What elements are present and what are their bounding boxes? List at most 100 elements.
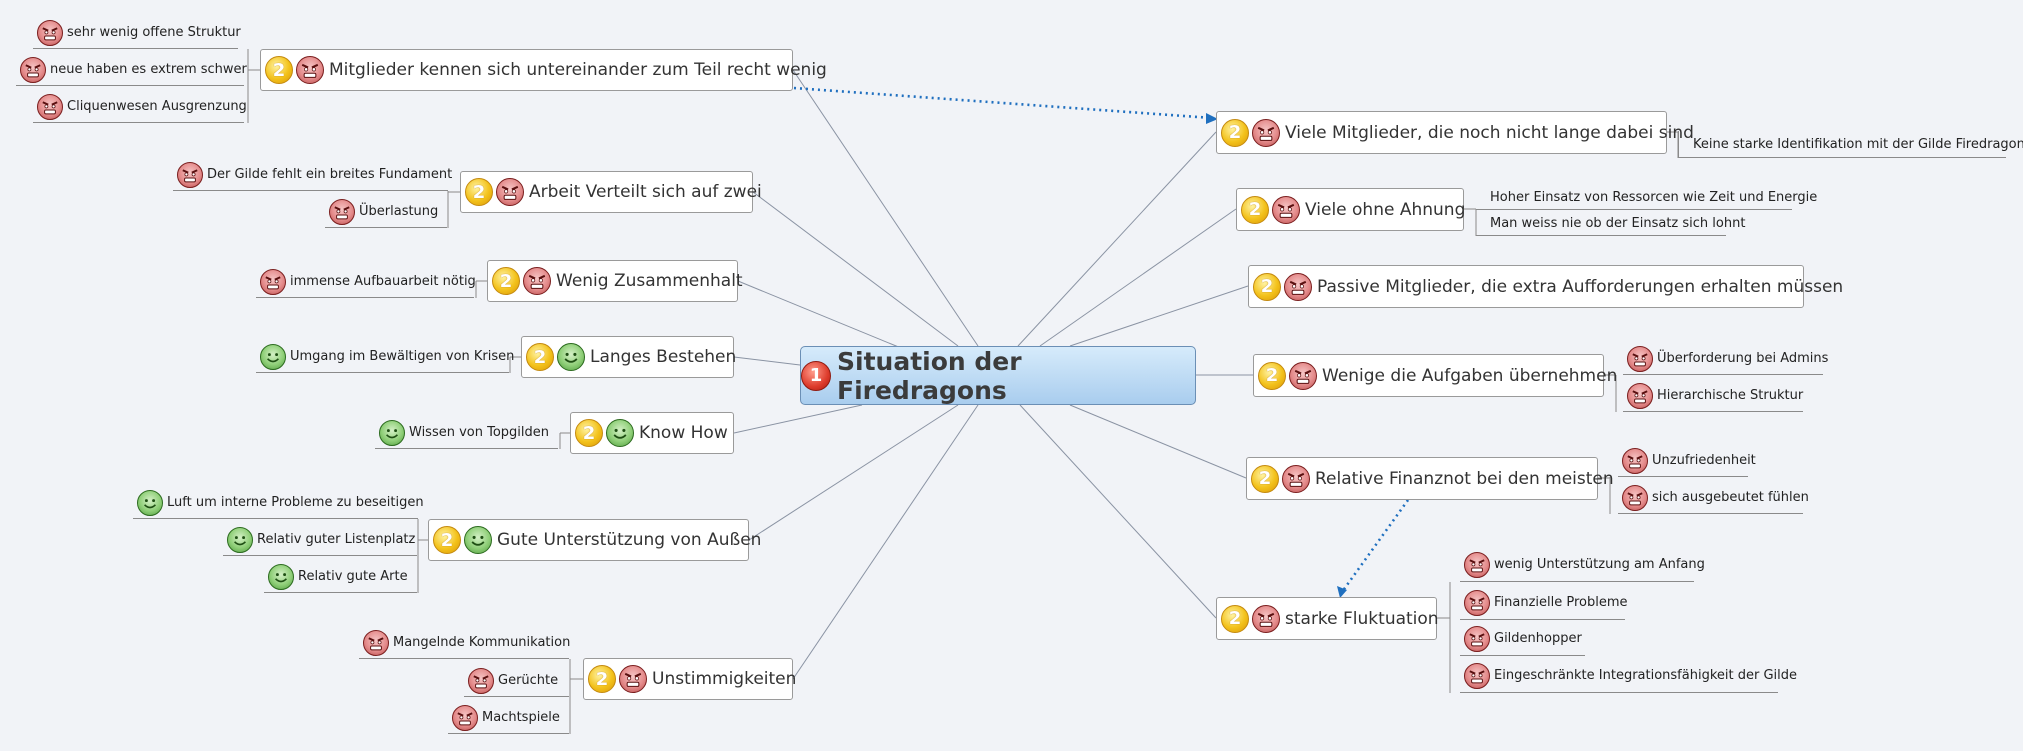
topic-label: Wenige die Aufgaben übernehmen	[1322, 365, 1618, 386]
angry-face-icon	[363, 629, 389, 656]
topic-label: Gute Unterstützung von Außen	[497, 530, 762, 550]
relationship-arrow-arrowhead	[1206, 113, 1218, 124]
relationship-arrow-arrowhead	[1337, 586, 1347, 598]
leaf-integrationsfaehigkeit[interactable]: Eingeschränkte Integrationsfähigkeit der…	[1460, 659, 1797, 693]
angry-face-icon	[496, 178, 524, 206]
leaf-listenplatz[interactable]: Relativ guter Listenplatz	[223, 524, 417, 556]
topic-connector	[748, 404, 959, 541]
angry-face-icon	[1622, 484, 1648, 511]
leaf-sehr-wenig-offene-struktur[interactable]: sehr wenig offene Struktur	[33, 17, 241, 49]
topic-connector	[1069, 285, 1249, 347]
smiley-face-icon	[227, 526, 253, 553]
topic-mitglieder-kennen-sich[interactable]: 2 Mitglieder kennen sich untereinander z…	[260, 49, 827, 91]
leaf-ueberlastung[interactable]: Überlastung	[325, 196, 447, 228]
topic-connector	[737, 280, 919, 356]
topic-finanznot[interactable]: 2 Relative Finanznot bei den meisten	[1246, 457, 1614, 500]
priority-2-icon: 2	[1241, 195, 1269, 224]
angry-face-icon	[1464, 589, 1490, 616]
priority-2-icon: 2	[575, 419, 603, 447]
topic-wenige-aufgaben[interactable]: 2 Wenige die Aufgaben übernehmen	[1253, 354, 1617, 397]
leaf-hierarchische-struktur[interactable]: Hierarchische Struktur	[1623, 380, 1803, 412]
priority-1-icon: 1	[801, 360, 831, 391]
topic-langes-bestehen[interactable]: 2 Langes Bestehen	[521, 336, 736, 378]
topic-label: Viele Mitglieder, die noch nicht lange d…	[1285, 122, 1694, 143]
angry-face-icon	[260, 268, 286, 295]
topic-arbeit-verteilt[interactable]: 2 Arbeit Verteilt sich auf zwei	[460, 171, 762, 213]
leaf-gute-arte[interactable]: Relativ gute Arte	[264, 561, 417, 593]
leaf-ausgebeutet[interactable]: sich ausgebeutet fühlen	[1618, 482, 1809, 514]
leaf-gildenhopper[interactable]: Gildenhopper	[1460, 622, 1585, 656]
topic-connector	[752, 191, 959, 347]
topic-label: Unstimmigkeiten	[652, 669, 797, 689]
leaf-cliquenwesen[interactable]: Cliquenwesen Ausgrenzung	[33, 91, 247, 123]
topic-unstimmigkeiten[interactable]: 2 Unstimmigkeiten	[583, 658, 797, 700]
topic-know-how[interactable]: 2 Know How	[570, 412, 734, 454]
leaf-finanzielle-probleme[interactable]: Finanzielle Probleme	[1460, 586, 1628, 620]
priority-2-icon: 2	[1221, 604, 1249, 633]
angry-face-icon	[1622, 447, 1648, 474]
central-topic-label: Situation der Firedragons	[837, 346, 1022, 405]
leaf-neue-haben-es-schwer[interactable]: neue haben es extrem schwer	[16, 54, 247, 86]
priority-2-icon: 2	[588, 665, 616, 693]
topic-connector	[792, 69, 979, 347]
leaf-keine-identifikation[interactable]: Keine starke Identifikation mit der Gild…	[1678, 131, 2023, 158]
topic-connector	[733, 356, 801, 366]
leaf-aufbauarbeit[interactable]: immense Aufbauarbeit nötig	[256, 266, 476, 298]
angry-face-icon	[1252, 604, 1280, 633]
leaf-unzufriedenheit[interactable]: Unzufriedenheit	[1618, 445, 1756, 477]
topic-connector	[1019, 404, 1217, 619]
angry-face-icon	[1464, 662, 1490, 689]
smiley-face-icon	[137, 489, 163, 516]
angry-face-icon	[329, 198, 355, 225]
angry-face-icon	[1464, 625, 1490, 652]
angry-face-icon	[523, 267, 551, 295]
priority-2-icon: 2	[492, 267, 520, 295]
leaf-umgang-krisen[interactable]: Umgang im Bewältigen von Krisen	[256, 341, 514, 373]
topic-label: Relative Finanznot bei den meisten	[1315, 468, 1614, 489]
topic-label: starke Fluktuation	[1285, 608, 1439, 629]
leaf-luft-interne-probleme[interactable]: Luft um interne Probleme zu beseitigen	[133, 487, 424, 519]
topic-wenig-zusammenhalt[interactable]: 2 Wenig Zusammenhalt	[487, 260, 743, 302]
topic-label: Arbeit Verteilt sich auf zwei	[529, 182, 762, 202]
leaf-mangelnde-kommunikation[interactable]: Mangelnde Kommunikation	[359, 627, 570, 659]
leaf-machtspiele[interactable]: Machtspiele	[448, 702, 569, 734]
smiley-face-icon	[557, 343, 585, 371]
priority-2-icon: 2	[1221, 118, 1249, 147]
angry-face-icon	[177, 161, 203, 188]
priority-2-icon: 2	[265, 56, 293, 84]
leaf-geruechte[interactable]: Gerüchte	[464, 665, 569, 697]
angry-face-icon	[452, 704, 478, 731]
topic-viele-ohne-ahnung[interactable]: 2 Viele ohne Ahnung	[1236, 188, 1466, 231]
topic-starke-fluktuation[interactable]: 2 starke Fluktuation	[1216, 597, 1439, 640]
leaf-ueberforderung-admins[interactable]: Überforderung bei Admins	[1623, 343, 1828, 375]
topic-viele-mitglieder[interactable]: 2 Viele Mitglieder, die noch nicht lange…	[1216, 111, 1694, 154]
topic-connector	[1017, 131, 1217, 347]
angry-face-icon	[619, 665, 647, 693]
topic-label: Viele ohne Ahnung	[1305, 199, 1466, 220]
leaf-wenig-unterstuetzung[interactable]: wenig Unterstützung am Anfang	[1460, 548, 1705, 582]
topic-connector	[733, 404, 863, 434]
leaf-hoher-einsatz[interactable]: Hoher Einsatz von Ressorcen wie Zeit und…	[1476, 185, 1817, 210]
angry-face-icon	[1252, 118, 1280, 147]
priority-2-icon: 2	[1253, 272, 1281, 301]
topic-label: Passive Mitglieder, die extra Aufforderu…	[1317, 276, 1844, 297]
angry-face-icon	[468, 667, 494, 694]
priority-2-icon: 2	[433, 526, 461, 554]
topic-gute-unterstuetzung[interactable]: 2 Gute Unterstützung von Außen	[428, 519, 761, 561]
angry-face-icon	[37, 93, 63, 120]
smiley-face-icon	[379, 419, 405, 446]
priority-2-icon: 2	[1258, 361, 1286, 390]
relationship-arrow	[1340, 499, 1410, 593]
topic-connector	[792, 404, 979, 680]
angry-face-icon	[1272, 195, 1300, 224]
leaf-einsatz-lohnt[interactable]: Man weiss nie ob der Einsatz sich lohnt	[1476, 211, 1745, 236]
topic-passive-mitglieder[interactable]: 2 Passive Mitglieder, die extra Aufforde…	[1248, 265, 1843, 308]
angry-face-icon	[1464, 551, 1490, 578]
angry-face-icon	[1284, 272, 1312, 301]
smiley-face-icon	[268, 563, 294, 590]
central-topic[interactable]: 1 Situation der Firedragons	[800, 346, 1196, 405]
leaf-wissen-topgilden[interactable]: Wissen von Topgilden	[375, 417, 558, 449]
leaf-fehlt-fundament[interactable]: Der Gilde fehlt ein breites Fundament	[173, 159, 452, 191]
smiley-face-icon	[606, 419, 634, 447]
angry-face-icon	[1282, 464, 1310, 493]
